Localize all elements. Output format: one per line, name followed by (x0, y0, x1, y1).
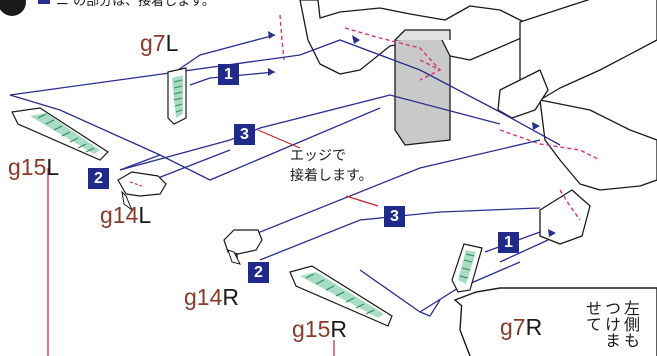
part-label-g14r-base: g14 (184, 284, 223, 310)
header-fragment (0, 0, 50, 16)
part-label-g7r-suffix: R (525, 314, 543, 340)
callout-tail (453, 291, 477, 307)
edge-glue-note-line1: エッジで (290, 148, 346, 164)
step-badge-3-upper: 3 (234, 124, 255, 145)
part-label-g7r: g7R (500, 316, 542, 339)
part-g7r-shape (451, 243, 483, 293)
part-label-g14l-suffix: L (138, 202, 152, 228)
step-badge-3-lower: 3 (384, 206, 405, 227)
leader-lines (47, 129, 379, 356)
part-label-g7l: g7L (140, 32, 178, 55)
part-g7l-shape (167, 67, 187, 125)
main-body-part (299, 0, 657, 245)
part-label-g14l: g14L (100, 204, 151, 227)
part-label-g14r: g14R (184, 286, 239, 309)
callout-text-col1: 左側も (621, 300, 640, 348)
part-label-g7r-base: g7 (500, 314, 526, 340)
part-g14l-shape (117, 171, 167, 212)
callout-text-col3: せて (583, 300, 602, 332)
part-label-g7l-base: g7 (140, 30, 166, 56)
part-label-g15r-suffix: R (330, 316, 347, 342)
part-g15l-shape (11, 107, 109, 161)
glue-marks (279, 14, 601, 221)
edge-glue-note-line2: 接着します。 (290, 168, 373, 184)
part-label-g14r-suffix: R (222, 284, 239, 310)
part-label-g15r-base: g15 (292, 316, 331, 342)
part-label-g15l-suffix: L (46, 154, 60, 180)
part-label-g15l-base: g15 (8, 154, 47, 180)
part-g14r-shape (223, 229, 263, 265)
part-label-g15l: g15L (8, 156, 59, 179)
callout-text-col2: つけま (602, 300, 621, 348)
header-text: ニ の部分は、接着します。 (56, 0, 215, 9)
part-label-g14l-base: g14 (100, 202, 139, 228)
part-label-g7l-suffix: L (165, 30, 179, 56)
step-badge-2-upper: 2 (88, 168, 109, 189)
step-badge-1-lower: 1 (498, 232, 519, 253)
part-g15r-shape (289, 265, 393, 327)
step-badge-1-upper: 1 (218, 64, 239, 85)
step-badge-2-lower: 2 (248, 262, 269, 283)
part-label-g15r: g15R (292, 318, 347, 341)
